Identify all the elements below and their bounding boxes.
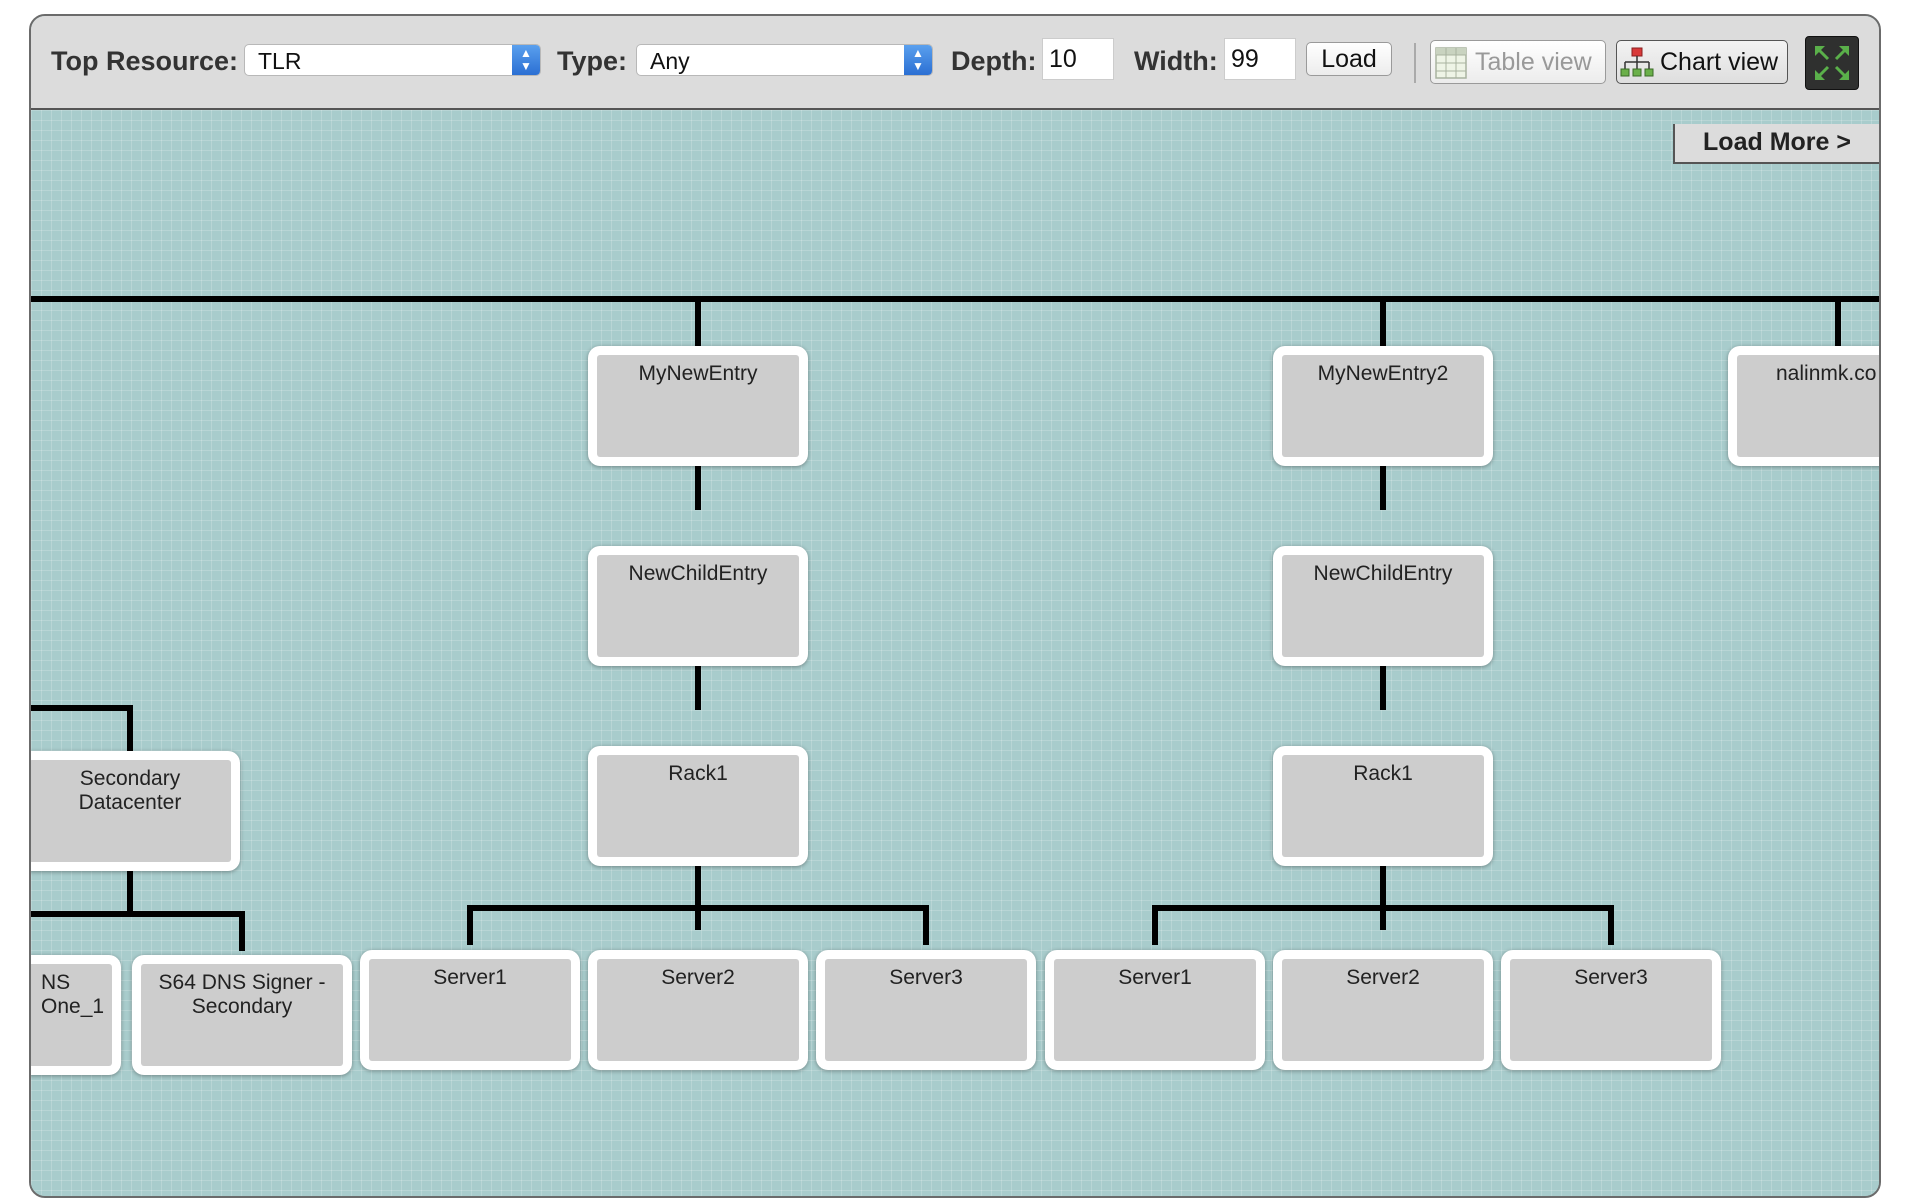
type-select[interactable]: Any ▲▼ [636, 44, 933, 76]
connector [1380, 296, 1386, 346]
tree-node[interactable]: S64 DNS Signer - Secondary [132, 955, 352, 1075]
tree-node[interactable]: Server2 [1273, 950, 1493, 1070]
tree-node-label: Server1 [433, 966, 507, 989]
tree-node-label: S64 DNS Signer - Secondary [158, 971, 326, 1018]
chart-view-button[interactable]: Chart view [1616, 40, 1788, 84]
top-resource-value: TLR [258, 48, 302, 74]
tree-node[interactable]: MyNewEntry [588, 346, 808, 466]
tree-node-label: Server3 [1574, 966, 1648, 989]
depth-label: Depth: [951, 46, 1037, 76]
fullscreen-expand-icon [1815, 46, 1849, 80]
tree-node[interactable]: Rack1 [588, 746, 808, 866]
connector [923, 905, 929, 945]
type-value: Any [650, 48, 690, 74]
connector [1380, 662, 1386, 710]
tree-node-label: NewChildEntry [628, 562, 768, 585]
toolbar: Top Resource: TLR ▲▼ Type: Any ▲▼ Depth:… [31, 16, 1879, 110]
org-chart-icon [1620, 47, 1654, 77]
connector [1380, 862, 1386, 930]
connector [1152, 905, 1614, 911]
connector [467, 905, 473, 945]
connector [695, 662, 701, 710]
connector [1380, 462, 1386, 510]
connector [1835, 296, 1841, 346]
tree-node-body [1054, 959, 1256, 1061]
connector [31, 911, 245, 917]
tree-node-label: NewChildEntry [1313, 562, 1453, 585]
select-updown-icon: ▲▼ [904, 45, 932, 75]
tree-node-body [1282, 755, 1484, 857]
tree-node[interactable]: Secondary Datacenter [31, 751, 240, 871]
type-label: Type: [557, 46, 628, 76]
tree-node[interactable]: NewChildEntry [1273, 546, 1493, 666]
tree-node-body [1282, 355, 1484, 457]
tree-node-label: NS One_1 [41, 971, 105, 1018]
tree-node-body [825, 959, 1027, 1061]
tree-node-label: Server1 [1118, 966, 1192, 989]
table-grid-icon [1435, 47, 1467, 79]
tree-node-label: MyNewEntry [638, 362, 758, 385]
tree-node[interactable]: NewChildEntry [588, 546, 808, 666]
connector [695, 296, 701, 346]
tree-node[interactable]: Server3 [1501, 950, 1721, 1070]
tree-node-body [31, 760, 231, 862]
connector [127, 705, 133, 751]
tree-node-label: Rack1 [1353, 762, 1413, 785]
connector [695, 462, 701, 510]
tree-node-body [1510, 959, 1712, 1061]
tree-node-label: Rack1 [668, 762, 728, 785]
depth-input[interactable]: 10 [1042, 38, 1114, 80]
tree-node-body [1282, 959, 1484, 1061]
tree-node[interactable]: MyNewEntry2 [1273, 346, 1493, 466]
tree-diagram-canvas[interactable]: Secondary Datacenter NS One_1 S64 DNS Si… [31, 110, 1879, 1196]
tree-node[interactable]: nalinmk.co [1728, 346, 1879, 466]
tree-node[interactable]: Rack1 [1273, 746, 1493, 866]
tree-node-label: MyNewEntry2 [1317, 362, 1449, 385]
resource-browser-panel: Top Resource: TLR ▲▼ Type: Any ▲▼ Depth:… [29, 14, 1881, 1198]
tree-node[interactable]: NS One_1 [31, 955, 121, 1075]
connector [1152, 905, 1158, 945]
expand-button[interactable] [1805, 36, 1859, 90]
chart-view-label: Chart view [1660, 48, 1779, 76]
tree-node-body [1282, 555, 1484, 657]
connector [127, 867, 133, 911]
tree-node-body [597, 755, 799, 857]
top-resource-label: Top Resource: [51, 46, 239, 76]
tree-node[interactable]: Server1 [1045, 950, 1265, 1070]
toolbar-separator [1414, 43, 1416, 83]
tree-node-body [597, 355, 799, 457]
load-button[interactable]: Load [1306, 42, 1392, 76]
tree-node[interactable]: Server2 [588, 950, 808, 1070]
connector [31, 296, 1879, 302]
connector [1608, 905, 1614, 945]
tree-node-body [369, 959, 571, 1061]
tree-node-label: Secondary Datacenter [78, 767, 182, 814]
tree-node-body [141, 964, 343, 1066]
load-more-button[interactable]: Load More > [1673, 124, 1879, 164]
connector [695, 862, 701, 930]
select-updown-icon: ▲▼ [512, 45, 540, 75]
connector [467, 905, 929, 911]
tree-node-label: nalinmk.co [1776, 362, 1877, 385]
tree-node-label: Server2 [661, 966, 735, 989]
connector [239, 911, 245, 951]
tree-node-label: Server2 [1346, 966, 1420, 989]
tree-node-body [1737, 355, 1879, 457]
table-view-label: Table view [1475, 48, 1592, 76]
tree-node-label: Server3 [889, 966, 963, 989]
top-resource-select[interactable]: TLR ▲▼ [244, 44, 541, 76]
tree-node[interactable]: Server1 [360, 950, 580, 1070]
tree-node[interactable]: Server3 [816, 950, 1036, 1070]
tree-node-body [31, 964, 112, 1066]
connector [31, 705, 133, 711]
tree-node-body [597, 959, 799, 1061]
tree-node-body [597, 555, 799, 657]
table-view-button[interactable]: Table view [1430, 40, 1606, 84]
width-label: Width: [1134, 46, 1218, 76]
width-input[interactable]: 99 [1224, 38, 1296, 80]
